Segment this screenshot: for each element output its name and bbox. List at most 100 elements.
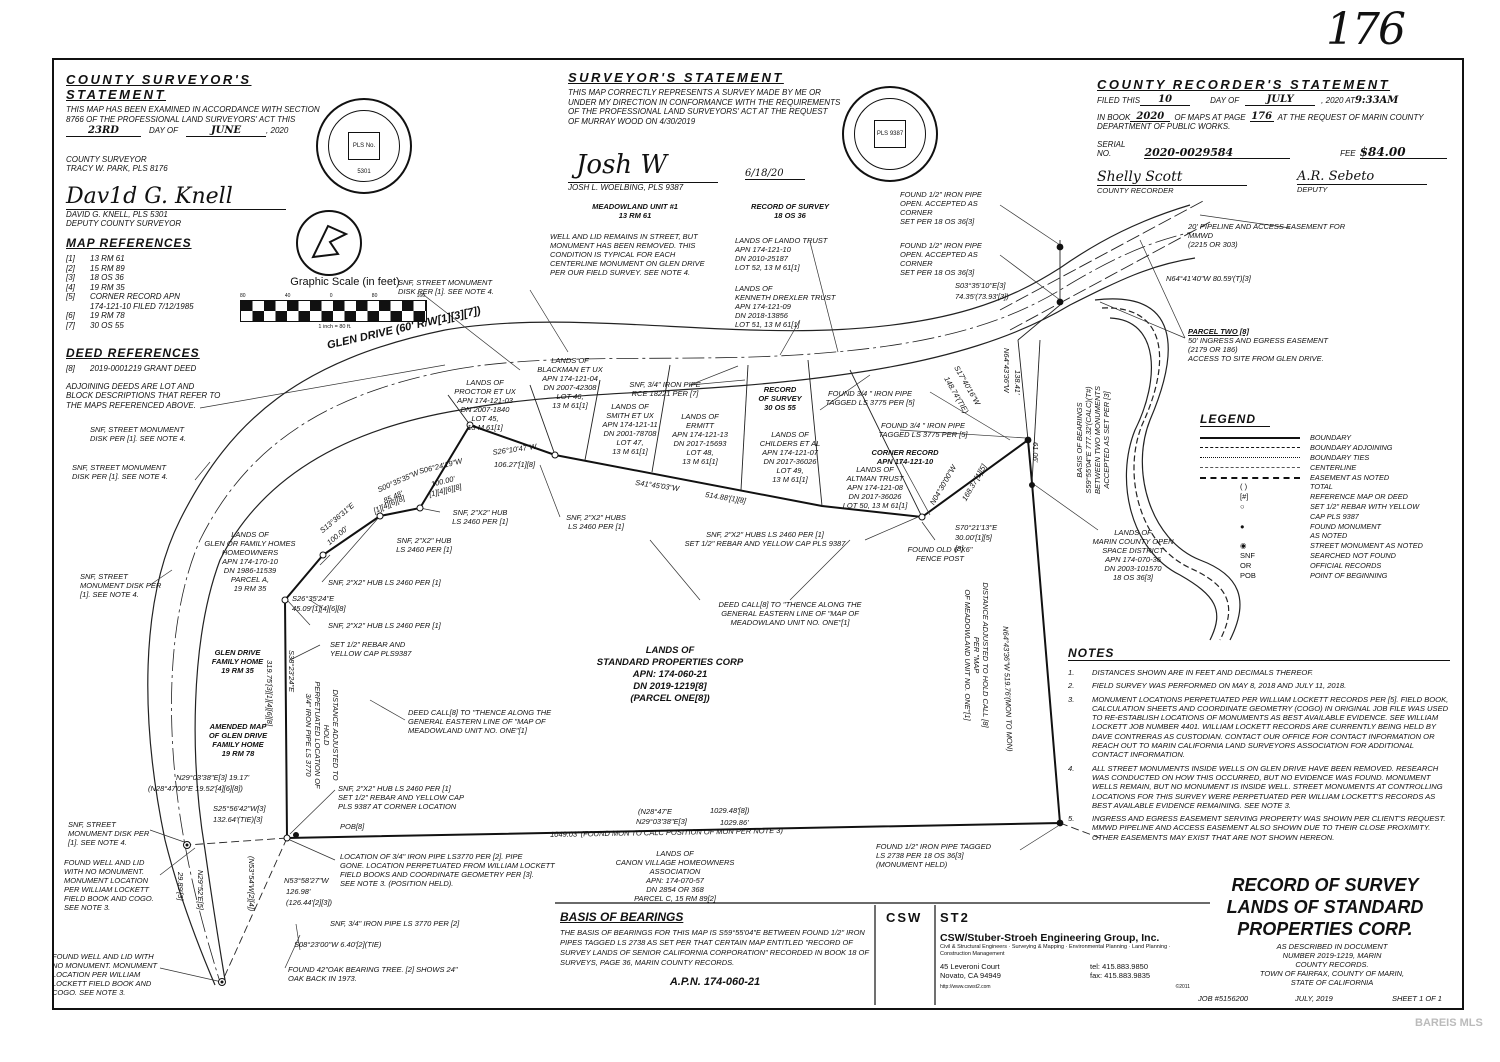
map-call-c19: (N28°47'E [638, 807, 673, 816]
map-label-line: CANON VILLAGE HOMEOWNERS ASSOCIATION [615, 858, 735, 876]
map-label-line: DN 2854 OR 368 [646, 885, 704, 894]
note-item: 4.ALL STREET MONUMENTS INSIDE WELLS ON G… [1068, 764, 1450, 810]
deed-note-3: THE MAPS REFERENCED ABOVE. [66, 400, 196, 410]
legend-text: CAP PLS 9387 [1310, 511, 1359, 521]
map-label-line: TAGGED LS 3775 PER [5] [878, 430, 968, 439]
map-label-line: FOUND 3/4 " IRON PIPE [881, 421, 965, 430]
map-label-line: ERMITT [686, 421, 714, 430]
legend-text: SET 1/2" REBAR WITH YELLOW [1310, 501, 1420, 511]
map-label-line: MONUMENT DISK PER [80, 581, 162, 590]
deputy-signature: Dav1d G. Knell [66, 184, 286, 210]
legend-symbol [1200, 512, 1310, 521]
filed-month: JULY [1245, 95, 1316, 106]
map-label-line: ACCESS TO SITE FROM GLEN DRIVE. [1188, 354, 1324, 363]
scale-note: 1 inch = 80 ft. [318, 324, 352, 330]
survey-year: , 2020 [266, 126, 289, 135]
title-line-1: RECORD OF SURVEY [1231, 875, 1419, 895]
day-of-label: DAY OF [149, 126, 179, 135]
map-label-line: SPACE DISTRICT [1102, 546, 1164, 555]
survey-day: 23RD [66, 126, 141, 137]
notes-title: NOTES [1068, 646, 1450, 661]
legend-text: AS NOTED [1310, 531, 1348, 541]
map-reference-item: [1]13 RM 61 [66, 254, 266, 264]
legend-item: ( )TOTAL [1200, 482, 1460, 492]
request-text: AT THE REQUEST OF MARIN COUNTY [1277, 112, 1424, 122]
map-label-line: SNF, STREET MONUMENT [90, 425, 185, 434]
notes-list: 1.DISTANCES SHOWN ARE IN FEET AND DECIMA… [1068, 668, 1450, 842]
apn-label: A.P.N. 174-060-21 [669, 976, 761, 988]
map-label-line: CORNER RECORD [871, 448, 939, 457]
survey-sheet [52, 58, 1464, 1010]
map-label-line: (MONUMENT HELD) [876, 860, 948, 869]
map-label-line: PARCEL TWO [8] [1188, 327, 1249, 336]
map-label-line: LOCKETT FIELD BOOK AND [52, 979, 152, 988]
fax-label: fax: [1090, 971, 1103, 980]
map-label-line: SNF, STREET MONUMENT [72, 463, 167, 472]
legend-item: BOUNDARY TIES [1200, 453, 1460, 463]
map-label-line: MONUMENT LOCATION [64, 876, 149, 885]
filed-label: FILED THIS [1097, 96, 1141, 105]
legend-text: EASEMENT AS NOTED [1310, 472, 1390, 482]
map-reference-key: [1] [66, 254, 75, 263]
map-label-line: FOUND OLD 6"X6" [907, 545, 973, 554]
fee-label: FEE [1340, 149, 1356, 158]
map-label-hub5: SNF, 2"X2" HUB LS 2460 PER [1] [328, 578, 498, 587]
map-call-c46: S38°23'24"E [287, 650, 296, 693]
map-label-line: 3/4" IRON PIPE LS 3770 [304, 693, 313, 777]
legend-item: EASEMENT AS NOTED [1200, 472, 1460, 482]
map-reference-key: [7] [66, 320, 75, 330]
serial-label: SERIAL NO. [1097, 139, 1126, 159]
map-label-snf-pipe: SNF, 3/4" IRON PIPE LS 3770 PER [2] [330, 919, 500, 928]
request-text-2: DEPARTMENT OF PUBLIC WORKS. [1097, 122, 1231, 131]
map-label-line: OF MEADOWLAND UNIT NO. ONE"[1] [963, 589, 972, 721]
map-label-line: GONE. LOCATION PERPETUATED FROM WILLIAM … [340, 861, 555, 870]
map-label-hub-pob: SNF, 2"X2" HUB LS 2460 PER [1]SET 1/2" R… [338, 784, 498, 811]
legend-symbol: ( ) [1200, 482, 1310, 491]
map-label-line: GENERAL EASTERN LINE OF "MAP OF [408, 717, 546, 726]
legend-symbol [1200, 531, 1310, 540]
note-number: 2. [1068, 681, 1075, 691]
map-call-c15: N29°03'38"E[3] 19.17' [176, 773, 250, 782]
map-label-line: DISK PER [1]. SEE NOTE 4. [90, 434, 186, 443]
map-call-c21: 1029.48'[8]) [710, 806, 750, 815]
map-label-line: SNF, 2"X2" HUBS LS 2460 PER [1] [706, 530, 824, 539]
map-label-line: FAMILY HOME [212, 740, 264, 749]
county-recorder-title: COUNTY RECORDER'S STATEMENT [1097, 77, 1391, 92]
legend-item: ○SET 1/2" REBAR WITH YELLOW [1200, 502, 1460, 512]
legend-item: ●FOUND MONUMENT [1200, 521, 1460, 531]
map-reference-key: [4] [66, 282, 75, 292]
map-label-line: 20' PIPELINE AND ACCESS EASEMENT FOR MMW… [1188, 222, 1346, 240]
map-label-line: MARIN COUNTY OPEN [1092, 537, 1174, 546]
tel-label: tel: [1090, 962, 1101, 971]
firm-year: ©2011 [1175, 984, 1190, 990]
glen-drive-north-edge [444, 204, 1191, 332]
note-number: 1. [1068, 668, 1075, 677]
map-reference-item: [2]15 RM 89 [66, 264, 266, 274]
map-label-line: BLACKMAN ET UX [537, 365, 603, 374]
map-label-line: S59°55'04"E 777.32'(CALC)(T#) [1084, 386, 1093, 494]
map-label-line: LS 2460 PER [1] [396, 545, 452, 554]
legend-symbol: ● [1200, 522, 1310, 531]
graphic-scale-title: Graphic Scale (in feet) [290, 276, 400, 288]
map-label-line: (2179 OR 186) [1188, 345, 1238, 354]
map-label-line: SET 1/2" REBAR AND YELLOW CAP PLS 9387 [684, 539, 846, 548]
title-date: JULY, 2019 [1295, 994, 1333, 1003]
map-call-c18: 132.64'(TIE)[3] [213, 815, 263, 824]
map-label-line: LOT 48, [686, 448, 714, 457]
map-label-line: GLEN OR FAMILY HOMES [204, 539, 296, 548]
map-label-line: COGO. SEE NOTE 3. [52, 988, 126, 997]
basis-title: BASIS OF BEARINGS [560, 910, 684, 924]
title-description: AS DESCRIBED IN DOCUMENT NUMBER 2019-121… [1259, 942, 1405, 987]
county-surveyor-seal: PLS No. 5301 [316, 98, 412, 194]
watermark: BAREIS MLS [1415, 1017, 1483, 1029]
legend-symbol: ◉ [1200, 541, 1310, 550]
note-text: FIELD SURVEY WAS PERFORMED ON MAY 8, 201… [1092, 681, 1347, 691]
firm-address-1: 45 Leveroni Court [940, 962, 1000, 971]
